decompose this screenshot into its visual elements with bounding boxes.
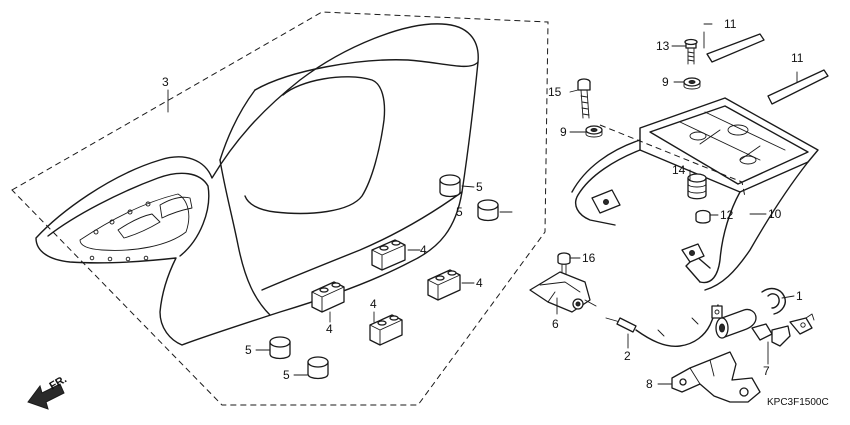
front-label: FR. bbox=[48, 373, 69, 392]
callout-13: 14 bbox=[672, 163, 686, 177]
callout-1: 1 bbox=[796, 289, 803, 303]
cable-part-2[interactable] bbox=[605, 304, 723, 347]
callout-10: 10 bbox=[768, 207, 782, 221]
callout-labels: 3 5 5 4 4 4 4 5 5 11 11 13 9 9 15 14 12 … bbox=[162, 17, 804, 391]
bolt-part-12[interactable] bbox=[695, 209, 711, 224]
callout-5b: 5 bbox=[456, 205, 463, 219]
collar-part-9a[interactable] bbox=[683, 77, 701, 90]
cushion-part-5c[interactable] bbox=[269, 336, 291, 360]
callout-4c: 4 bbox=[326, 322, 333, 336]
callout-7: 7 bbox=[763, 364, 770, 378]
cushion-part-5d[interactable] bbox=[307, 356, 329, 380]
bolt-part-14[interactable] bbox=[684, 38, 698, 65]
rack-bolt-boundary bbox=[599, 124, 746, 198]
bolt-part-15[interactable] bbox=[577, 78, 591, 119]
rubber-block-part-4b[interactable] bbox=[427, 269, 461, 301]
front-direction-arrow: FR. bbox=[27, 373, 69, 410]
callout-8: 8 bbox=[646, 377, 653, 391]
rubber-block-part-4c[interactable] bbox=[311, 281, 345, 313]
clip-part-1[interactable] bbox=[761, 287, 786, 315]
callout-11b: 11 bbox=[791, 51, 804, 65]
callout-4d: 4 bbox=[370, 297, 377, 311]
callout-5d: 5 bbox=[283, 368, 290, 382]
cushion-part-5a[interactable] bbox=[439, 174, 461, 198]
callout-6: 6 bbox=[552, 317, 559, 331]
callout-16: 16 bbox=[582, 251, 596, 265]
rubber-block-part-4a[interactable] bbox=[371, 239, 406, 271]
callout-12: 12 bbox=[720, 208, 734, 222]
callout-4a: 4 bbox=[420, 243, 427, 257]
stay-bracket-part-8[interactable] bbox=[671, 351, 761, 403]
diagram-code: KPC3F1500C bbox=[767, 397, 829, 408]
callout-9a: 9 bbox=[662, 75, 669, 89]
rear-rack-part-10[interactable] bbox=[571, 97, 819, 291]
bush-part-13[interactable] bbox=[687, 173, 707, 200]
collar-part-9b[interactable] bbox=[585, 125, 603, 138]
callout-4b: 4 bbox=[476, 276, 483, 290]
cushion-part-5b[interactable] bbox=[477, 199, 499, 222]
key-cylinder-part-7[interactable] bbox=[715, 308, 815, 347]
seat-part-3[interactable] bbox=[35, 23, 479, 346]
callout-14: 13 bbox=[656, 39, 670, 53]
callout-9b: 9 bbox=[560, 125, 567, 139]
callout-3: 3 bbox=[162, 75, 169, 89]
rubber-block-part-4d[interactable] bbox=[369, 314, 403, 346]
seat-lock-part-6[interactable] bbox=[529, 271, 597, 313]
callout-5a: 5 bbox=[476, 180, 483, 194]
callout-11a: 11 bbox=[724, 17, 737, 31]
rubber-strip-part-11b[interactable] bbox=[767, 69, 829, 105]
leader-lines bbox=[167, 23, 798, 385]
callout-15: 15 bbox=[548, 85, 562, 99]
seat-group-boundary bbox=[11, 11, 549, 406]
rubber-strip-part-11a[interactable] bbox=[706, 33, 765, 63]
callout-2: 2 bbox=[624, 349, 631, 363]
callout-5c: 5 bbox=[245, 343, 252, 357]
